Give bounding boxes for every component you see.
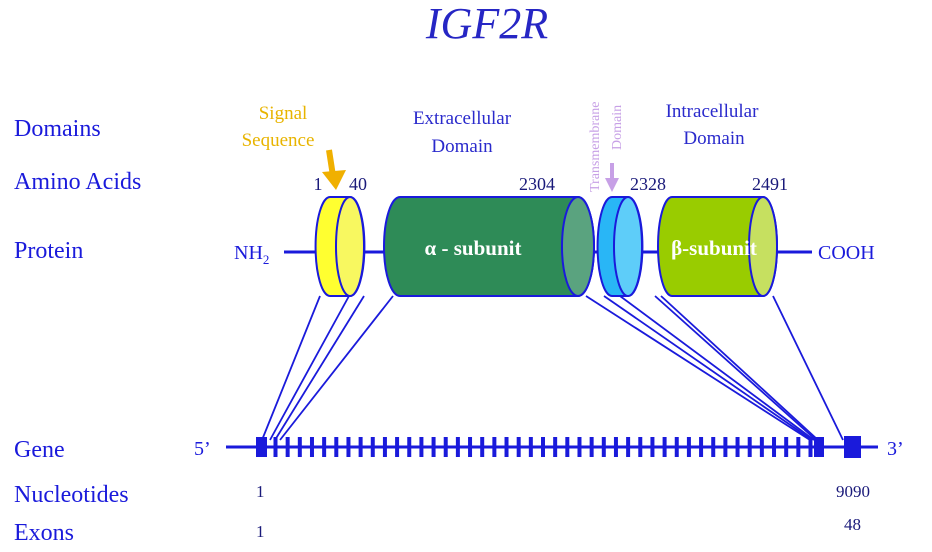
exon-start: 1 bbox=[256, 522, 265, 541]
exon-mark bbox=[844, 436, 861, 458]
exon-mark bbox=[772, 437, 777, 457]
signal-sequence-cylinder bbox=[314, 196, 366, 297]
exon-mark bbox=[256, 437, 267, 457]
exon-mark bbox=[699, 437, 704, 457]
exon-mark bbox=[297, 437, 302, 457]
n-terminus-label: NH2 bbox=[234, 242, 269, 267]
exon-mark bbox=[747, 437, 752, 457]
three-prime-label: 3’ bbox=[887, 438, 904, 460]
exon-mark bbox=[784, 437, 789, 457]
exon-mark bbox=[808, 437, 813, 457]
exon-mark bbox=[735, 437, 740, 457]
exon-mark bbox=[711, 437, 716, 457]
alpha-subunit-label: α - subunit bbox=[425, 236, 522, 260]
exon-mark bbox=[674, 437, 679, 457]
signal-arrow-icon bbox=[322, 149, 346, 190]
exon-mark bbox=[650, 437, 655, 457]
row-label-domains: Domains bbox=[14, 116, 101, 142]
beta-subunit-cylinder: β-subunit bbox=[657, 196, 778, 297]
row-label-gene: Gene bbox=[14, 437, 65, 463]
signal-sequence-label-line2: Sequence bbox=[242, 130, 315, 151]
exon-mark bbox=[443, 437, 448, 457]
aa-position-40: 40 bbox=[349, 174, 367, 194]
extracellular-label-line2: Domain bbox=[431, 136, 493, 157]
exon-mark bbox=[358, 437, 363, 457]
exon-mark bbox=[407, 437, 412, 457]
transmembrane-cylinder bbox=[596, 196, 644, 297]
exon-mark bbox=[638, 437, 643, 457]
exon-mark bbox=[334, 437, 339, 457]
exon-mark bbox=[309, 437, 314, 457]
exon-end: 48 bbox=[844, 515, 861, 534]
transmembrane-label-line1: Transmembrane bbox=[588, 102, 603, 192]
exon-mark bbox=[468, 437, 473, 457]
exon-mark bbox=[455, 437, 460, 457]
aa-position-2491: 2491 bbox=[752, 174, 788, 194]
exon-mark bbox=[759, 437, 764, 457]
aa-position-2304: 2304 bbox=[519, 174, 555, 194]
exon-mark bbox=[613, 437, 618, 457]
transmembrane-label-line2: Domain bbox=[610, 105, 625, 150]
exon-mark bbox=[662, 437, 667, 457]
exon-mark bbox=[796, 437, 801, 457]
exon-mark bbox=[395, 437, 400, 457]
row-label-protein: Protein bbox=[14, 238, 83, 264]
beta-subunit-label: β-subunit bbox=[671, 236, 757, 260]
aa-position-1: 1 bbox=[314, 174, 323, 194]
row-label-nucleotides: Nucleotides bbox=[14, 482, 129, 508]
transmembrane-arrow-icon bbox=[605, 163, 619, 192]
exon-mark bbox=[541, 437, 545, 457]
exon-mark bbox=[419, 437, 424, 457]
exon-mark bbox=[504, 437, 509, 457]
intracellular-label-line2: Domain bbox=[683, 128, 745, 149]
row-label-amino-acids: Amino Acids bbox=[14, 169, 141, 195]
signal-sequence-label-line1: Signal bbox=[259, 103, 308, 124]
exon-mark bbox=[553, 437, 558, 457]
aa-position-2328: 2328 bbox=[630, 174, 666, 194]
five-prime-label: 5’ bbox=[194, 438, 211, 460]
c-terminus-label: COOH bbox=[818, 242, 875, 264]
mapping-lines bbox=[261, 295, 844, 441]
exon-mark bbox=[516, 437, 521, 457]
exon-mark bbox=[370, 437, 375, 457]
extracellular-label-line1: Extracellular bbox=[413, 108, 512, 129]
intracellular-label-line1: Intracellular bbox=[666, 101, 760, 122]
exon-mark bbox=[528, 437, 533, 457]
exon-mark bbox=[322, 437, 327, 457]
exon-mark bbox=[273, 437, 278, 457]
exon-mark bbox=[382, 437, 387, 457]
exon-mark bbox=[431, 437, 436, 457]
nucleotide-end: 9090 bbox=[836, 482, 870, 501]
exon-mark bbox=[723, 437, 728, 457]
diagram-title: IGF2R bbox=[425, 0, 548, 48]
exon-mark bbox=[346, 437, 351, 457]
row-label-exons: Exons bbox=[14, 520, 74, 546]
exon-mark bbox=[480, 437, 485, 457]
nucleotide-start: 1 bbox=[256, 482, 265, 501]
exon-mark bbox=[814, 437, 824, 457]
exon-mark bbox=[285, 437, 290, 457]
exon-mark bbox=[577, 437, 582, 457]
exon-mark bbox=[686, 437, 691, 457]
exon-mark bbox=[565, 437, 570, 457]
exon-mark bbox=[601, 437, 606, 457]
exon-mark bbox=[626, 437, 631, 457]
exon-track bbox=[256, 436, 861, 458]
alpha-subunit-cylinder: α - subunit bbox=[383, 196, 595, 297]
exon-mark bbox=[589, 437, 594, 457]
exon-mark bbox=[492, 437, 497, 457]
